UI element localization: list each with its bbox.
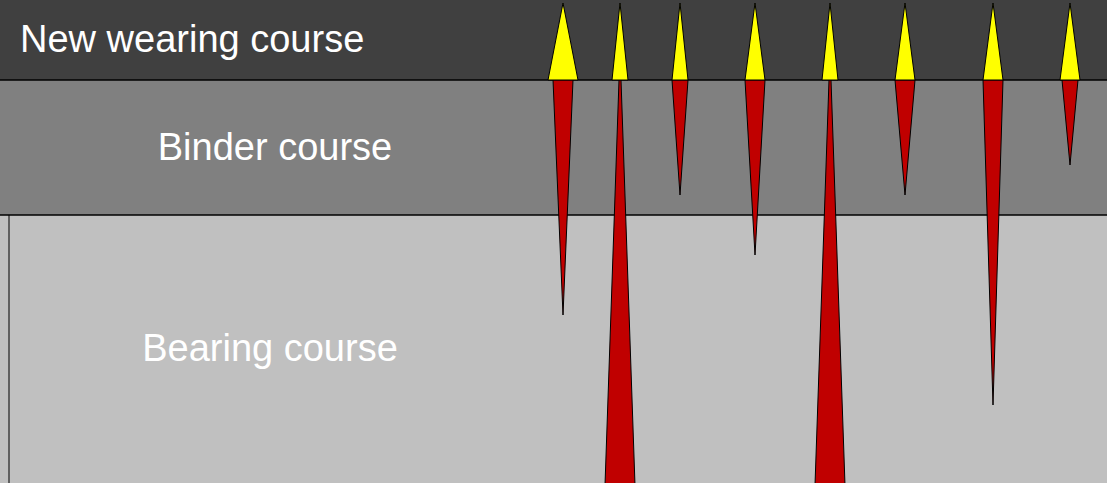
surface-crack	[672, 3, 688, 80]
layer-edge	[9, 215, 10, 483]
deep-crack	[1062, 80, 1078, 165]
layer-label: Binder course	[158, 127, 392, 169]
surface-crack	[895, 3, 915, 80]
layer-boundary	[0, 214, 1107, 216]
layer-label: New wearing course	[20, 19, 364, 61]
deep-crack	[895, 80, 915, 195]
bearing-course-band: Bearing course	[0, 215, 1107, 483]
surface-crack	[745, 3, 765, 80]
surface-crack	[1060, 3, 1080, 80]
surface-crack	[822, 3, 838, 80]
bearing-course-layer	[0, 215, 1107, 483]
layer-label: Bearing course	[142, 328, 398, 370]
wearing-course-band: New wearing course	[0, 0, 1107, 80]
surface-crack	[548, 3, 578, 80]
surface-crack	[612, 3, 628, 80]
wearing-course-layer	[0, 0, 1107, 80]
deep-crack	[745, 80, 765, 255]
binder-course-band: Binder course	[0, 80, 1107, 215]
deep-crack	[672, 80, 688, 195]
deep-crack	[605, 80, 635, 483]
deep-crack	[983, 80, 1003, 405]
deep-crack	[553, 80, 573, 315]
deep-crack	[815, 80, 845, 483]
crack-group	[548, 3, 1080, 483]
surface-crack	[983, 3, 1003, 80]
